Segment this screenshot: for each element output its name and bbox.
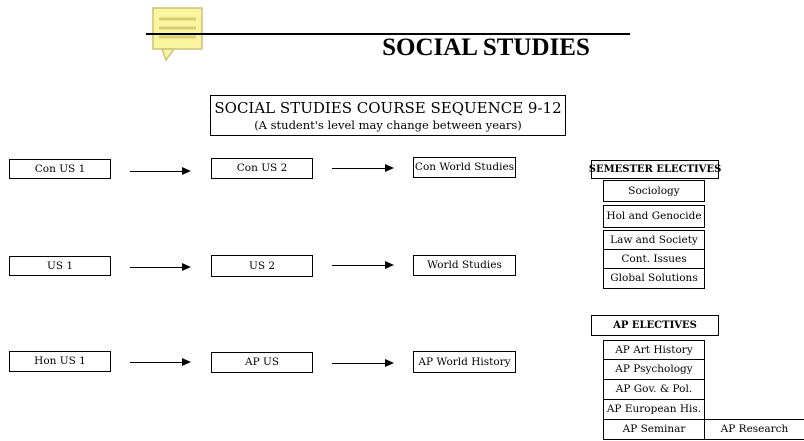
arrow-icon — [332, 359, 394, 367]
semester-electives-heading: SEMESTER ELECTIVES — [589, 160, 721, 179]
ap-electives-heading: AP ELECTIVES — [591, 315, 719, 336]
elective-item: Hol and Genocide — [603, 205, 705, 228]
arrow-icon — [332, 164, 394, 172]
ap-research-item: AP Research — [704, 419, 804, 440]
ap-elective-item: AP Art History — [603, 340, 705, 360]
course-box: Hon US 1 — [9, 351, 111, 372]
course-box: AP World History — [413, 351, 516, 373]
arrow-icon — [130, 263, 191, 271]
ap-elective-item: AP Psychology — [603, 359, 705, 380]
course-box: Con World Studies — [413, 157, 516, 178]
sequence-subtitle: (A student's level may change between ye… — [254, 118, 522, 132]
course-box: World Studies — [413, 255, 516, 276]
ap-elective-item: AP Seminar — [603, 419, 705, 440]
arrow-icon — [130, 167, 191, 175]
course-box: Con US 2 — [211, 158, 313, 179]
course-box: Con US 1 — [9, 159, 111, 179]
course-box: US 1 — [9, 256, 111, 276]
course-box: US 2 — [211, 255, 313, 277]
elective-item: Law and Society — [603, 230, 705, 250]
elective-item: Sociology — [603, 180, 705, 202]
sequence-title: SOCIAL STUDIES COURSE SEQUENCE 9-12 — [214, 99, 562, 117]
sticky-note-comment-icon[interactable] — [152, 7, 203, 62]
course-box: AP US — [211, 352, 313, 373]
arrow-icon — [130, 358, 191, 366]
elective-item: Global Solutions — [603, 268, 705, 289]
ap-elective-item: AP European His. — [603, 399, 705, 420]
title-rule — [146, 33, 630, 35]
sequence-heading-box: SOCIAL STUDIES COURSE SEQUENCE 9-12 (A s… — [210, 95, 566, 136]
elective-item: Cont. Issues — [603, 249, 705, 269]
page-title: SOCIAL STUDIES — [382, 34, 590, 61]
arrow-icon — [332, 261, 394, 269]
ap-elective-item: AP Gov. & Pol. — [603, 379, 705, 400]
